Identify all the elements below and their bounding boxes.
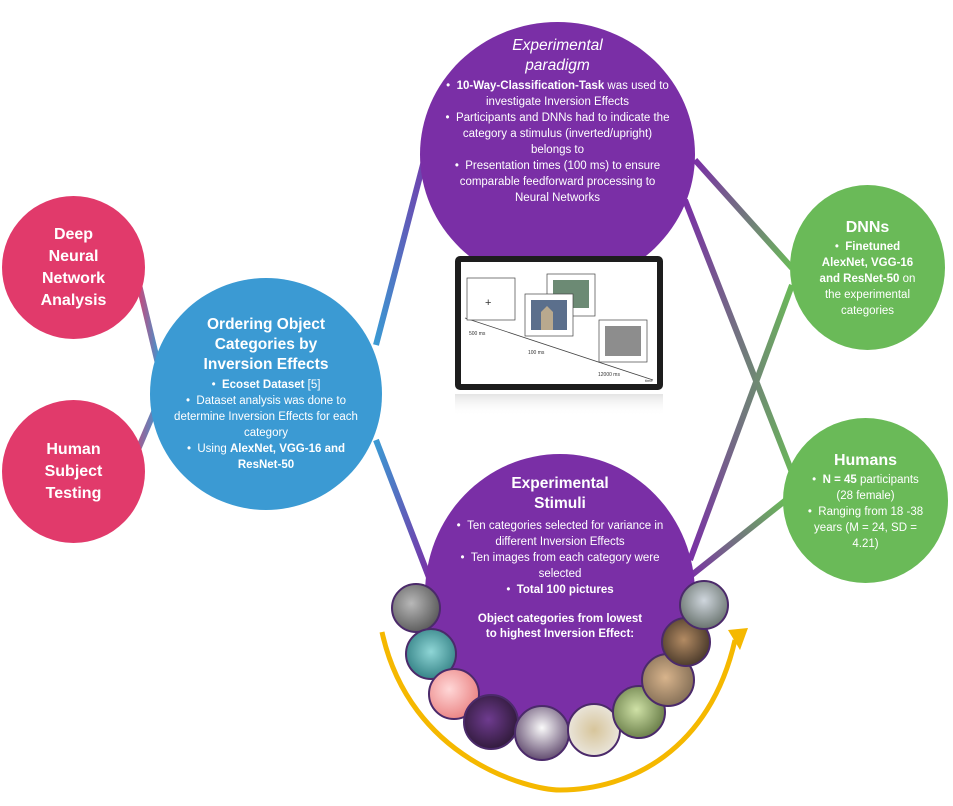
ordering-bullet-1: Ecoset Dataset [5]: [168, 377, 364, 393]
humans-bullet-2: Ranging from 18 -38 years (M = 24, SD = …: [803, 504, 928, 552]
time-label-12000ms: 12000 ms: [598, 372, 620, 378]
fixation-cross: +: [485, 297, 492, 309]
paradigm-bullets: 10-Way-Classification-Task was used to i…: [442, 78, 673, 206]
humans-title: Humans: [833, 451, 898, 469]
time-label-500ms: 500 ms: [469, 331, 486, 337]
human-subject-testing-node: Human Subject Testing: [2, 400, 145, 543]
stimuli-bullet-2: Ten images from each category were selec…: [447, 550, 673, 582]
tomato-image: [428, 668, 480, 720]
paradigm-bullet-3: Presentation times (100 ms) to ensure co…: [442, 158, 673, 206]
noise-mask: [605, 326, 641, 356]
connector-paradigm-dnns: [692, 157, 795, 271]
stimuli-bullets: Ten categories selected for variance in …: [447, 518, 673, 598]
humans-node: Humans N = 45 participants (28 female) R…: [783, 418, 948, 583]
dnns-bullets: Finetuned AlexNet, VGG-16 and ResNet-50 …: [813, 239, 923, 319]
humans-bullets: N = 45 participants (28 female) Ranging …: [803, 472, 928, 552]
deep-neural-network-analysis-node: Deep Neural Network Analysis: [2, 196, 145, 339]
dnns-title: DNNs: [845, 218, 890, 236]
dnns-bullet-1: Finetuned AlexNet, VGG-16 and ResNet-50 …: [813, 239, 923, 319]
ordering-bullets: Ecoset Dataset [5] Dataset analysis was …: [168, 377, 364, 473]
paradigm-bullet-2: Participants and DNNs had to indicate th…: [442, 110, 673, 158]
paradigm-bullet-1: 10-Way-Classification-Task was used to i…: [442, 78, 673, 110]
ordering-bullet-2: Dataset analysis was done to determine I…: [168, 393, 364, 441]
stimuli-bullet-1: Ten categories selected for variance in …: [447, 518, 673, 550]
stimuli-bullet-3: Total 100 pictures: [447, 582, 673, 598]
dolphin-image: [405, 628, 457, 680]
church-shape: [541, 306, 553, 330]
humans-bullet-1: N = 45 participants (28 female): [803, 472, 928, 504]
experimental-paradigm-node: Experimental paradigm 10-Way-Classificat…: [420, 22, 695, 287]
time-axis: [464, 317, 654, 381]
deep-neural-network-analysis-title: Deep Neural Network Analysis: [40, 225, 107, 309]
ordering-title: Ordering Object Categories by Inversion …: [203, 316, 329, 373]
stimulus-presentation-panel: [455, 256, 663, 416]
stimuli-title: Experimental Stimuli: [511, 475, 609, 512]
connector-paradigm-humans: [682, 198, 798, 482]
time-label-100ms: 100 ms: [528, 350, 545, 356]
ordering-categories-node: Ordering Object Categories by Inversion …: [150, 278, 382, 510]
connector-ordering-stimuli: [373, 438, 433, 582]
time-axis-label: time: [645, 378, 653, 383]
fixation-frame: [466, 277, 516, 321]
connector-stimuli-dnns: [687, 283, 795, 562]
eggplant-image: [514, 705, 570, 761]
gears-image: [391, 583, 441, 633]
onion-image: [463, 694, 519, 750]
monitor-reflection: [455, 394, 663, 416]
ordering-bullet-3: Using AlexNet, VGG-16 and ResNet-50: [168, 441, 364, 473]
inversion-order-arrow: [379, 628, 748, 793]
paradigm-title: Experimental paradigm: [512, 37, 603, 74]
human-subject-testing-title: Human Subject Testing: [44, 440, 103, 502]
church-image: [679, 580, 729, 630]
connector-stimuli-humans: [686, 497, 788, 581]
dnns-node: DNNs Finetuned AlexNet, VGG-16 and ResNe…: [790, 185, 945, 350]
stimuli-footer: Object categories from lowest to highest…: [477, 613, 643, 640]
